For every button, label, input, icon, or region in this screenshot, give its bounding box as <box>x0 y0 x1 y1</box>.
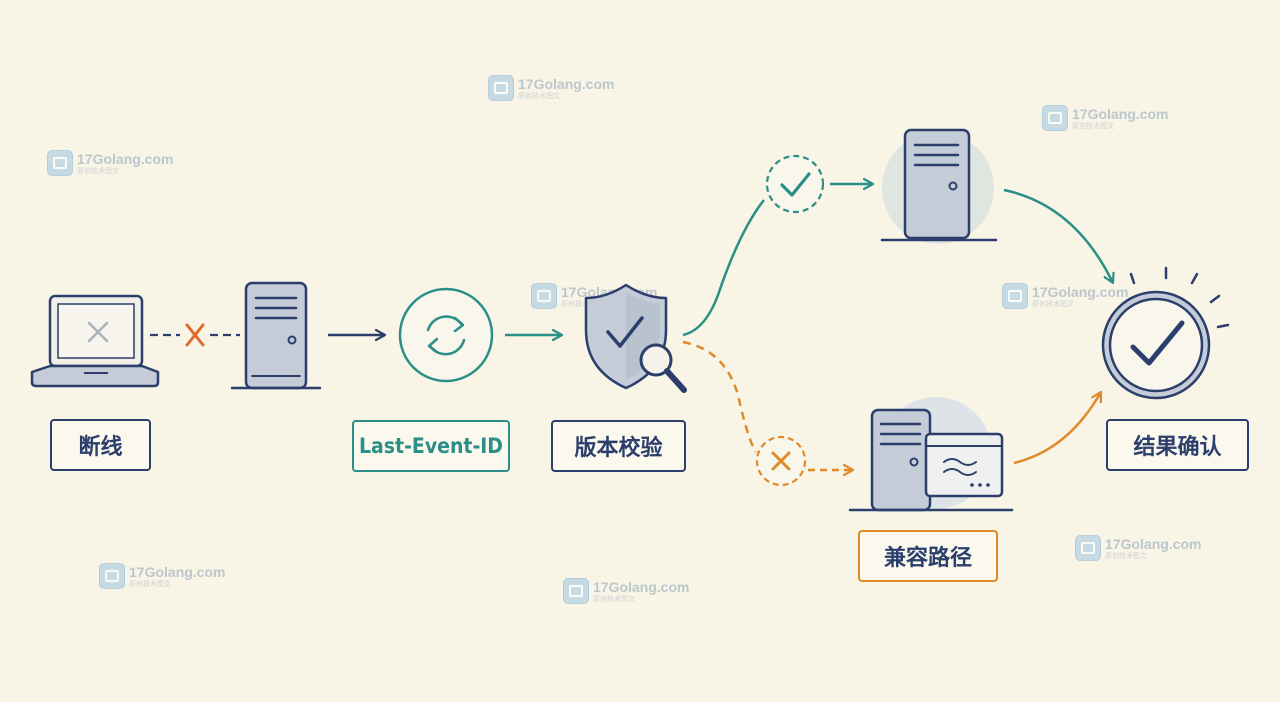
watermark-logo-icon <box>563 578 589 604</box>
watermark-domain: 17Golang.com <box>593 578 690 595</box>
label-compat-path: 兼容路径 <box>858 530 998 582</box>
watermark-logo-icon <box>1002 283 1028 309</box>
watermark-domain: 17Golang.com <box>77 150 174 167</box>
watermark-sub: 原创技术图文 <box>518 91 560 100</box>
big-check-circle-icon <box>1101 290 1211 400</box>
label-disconnect: 断线 <box>50 419 151 471</box>
arrow-to-result-from-top <box>1003 188 1113 283</box>
server-icon <box>880 128 998 242</box>
watermark-logo-icon <box>47 150 73 176</box>
check-circle-icon <box>765 154 825 214</box>
magnifier-icon <box>639 343 687 393</box>
screen-x-icon <box>87 321 109 343</box>
server-with-panel-icon <box>848 408 1014 512</box>
watermark-logo-icon <box>1075 535 1101 561</box>
arrow-to-result-from-bottom <box>1013 392 1101 465</box>
watermark-sub: 原创技术图文 <box>1072 121 1114 130</box>
compat-path <box>682 340 758 453</box>
watermark-domain: 17Golang.com <box>518 75 615 92</box>
watermark-sub: 原创技术图文 <box>1105 551 1147 560</box>
broken-connection <box>150 323 240 347</box>
server-icon <box>230 281 322 390</box>
watermark-logo-icon <box>99 563 125 589</box>
watermark-domain: 17Golang.com <box>1032 283 1129 300</box>
x-circle-icon <box>755 435 807 487</box>
success-path <box>682 199 765 337</box>
laptop-icon <box>30 294 160 388</box>
watermark-sub: 原创技术图文 <box>129 579 171 588</box>
watermark-domain: 17Golang.com <box>1105 535 1202 552</box>
sync-icon <box>398 287 494 383</box>
watermark-logo-icon <box>1042 105 1068 131</box>
watermark-sub: 原创技术图文 <box>593 594 635 603</box>
sparkle-lines <box>1129 266 1230 329</box>
label-version-check: 版本校验 <box>551 420 686 472</box>
watermark-sub: 原创技术图文 <box>77 166 119 175</box>
watermark-sub: 原创技术图文 <box>561 299 603 308</box>
watermark-sub: 原创技术图文 <box>1032 299 1074 308</box>
watermark-logo-icon <box>488 75 514 101</box>
watermark-domain: 17Golang.com <box>129 563 226 580</box>
label-result-confirm: 结果确认 <box>1106 419 1249 471</box>
watermark-domain: 17Golang.com <box>1072 105 1169 122</box>
broken-link-x-icon <box>185 323 205 347</box>
label-last-event-id: Last-Event-ID <box>352 420 510 472</box>
watermark-logo-icon <box>531 283 557 309</box>
